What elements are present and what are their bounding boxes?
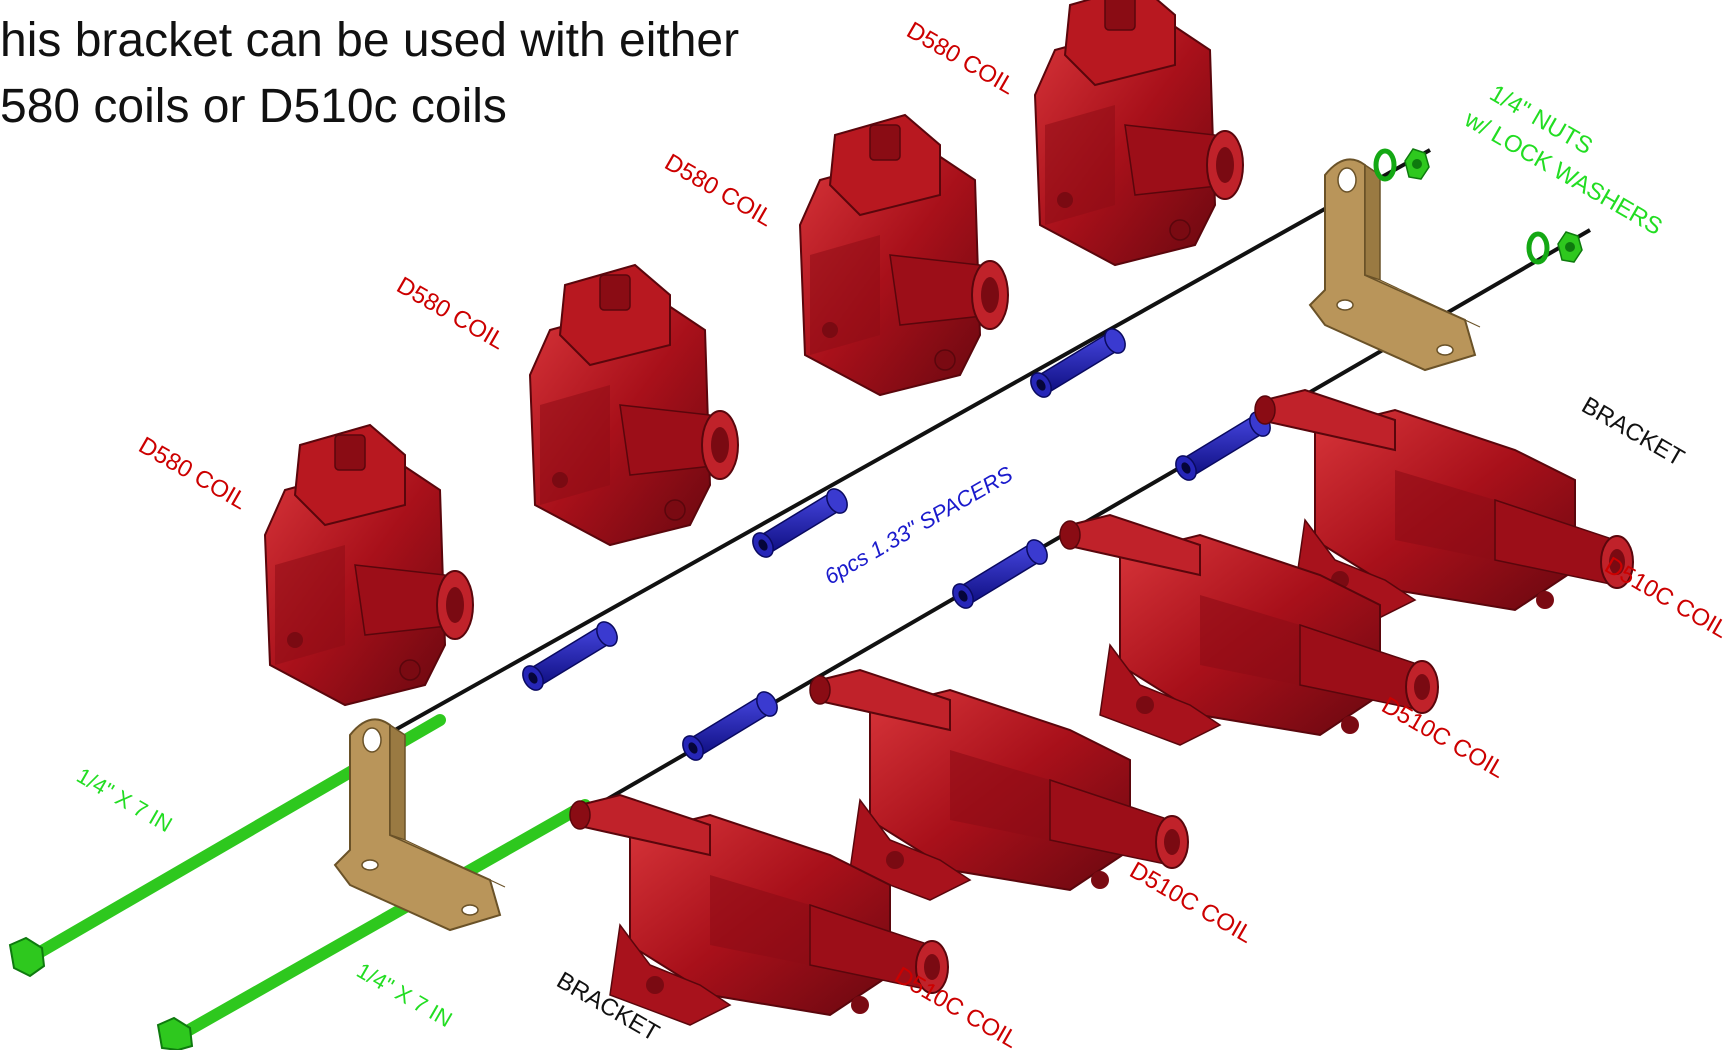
ignition-coil-icon <box>799 114 1009 396</box>
bolt-shaft-lower <box>169 799 591 1044</box>
label-bolt: 1/4" X 7 IN <box>73 763 177 837</box>
label-bracket: BRACKET <box>1577 392 1689 472</box>
heading-line-1: his bracket can be used with either <box>0 14 740 67</box>
label-d580-coil: D580 COIL <box>902 17 1019 100</box>
label-d580-coil: D580 COIL <box>660 149 777 232</box>
bolt-head-icon <box>156 1016 194 1050</box>
spacer-icon <box>677 687 783 765</box>
nut-icon <box>1529 232 1582 262</box>
label-bolt: 1/4" X 7 IN <box>353 958 457 1032</box>
label-d510c-coil: D510C COIL <box>890 962 1022 1050</box>
spacer-icon <box>517 617 623 695</box>
label-d580-coil: D580 COIL <box>392 272 509 355</box>
heading-line-2: 580 coils or D510c coils <box>0 80 507 133</box>
label-d510c-coil: D510C COIL <box>1125 857 1257 949</box>
ignition-coil-icon <box>1034 0 1244 266</box>
ignition-coil-icon <box>529 264 739 546</box>
spacer-icon <box>947 535 1053 613</box>
ignition-coil-icon <box>264 424 474 706</box>
bolt-head-icon <box>8 936 46 978</box>
rod-upper <box>394 148 1431 732</box>
spacer-icon <box>1025 324 1131 402</box>
bracket-front <box>334 718 506 931</box>
label-d510c-coil: D510C COIL <box>1377 692 1509 784</box>
label-d580-coil: D580 COIL <box>134 432 251 515</box>
label-d510c-coil: D510C COIL <box>1600 552 1725 644</box>
bracket-rear <box>1309 158 1481 371</box>
diagram-heading: his bracket can be used with either 580 … <box>0 8 739 140</box>
